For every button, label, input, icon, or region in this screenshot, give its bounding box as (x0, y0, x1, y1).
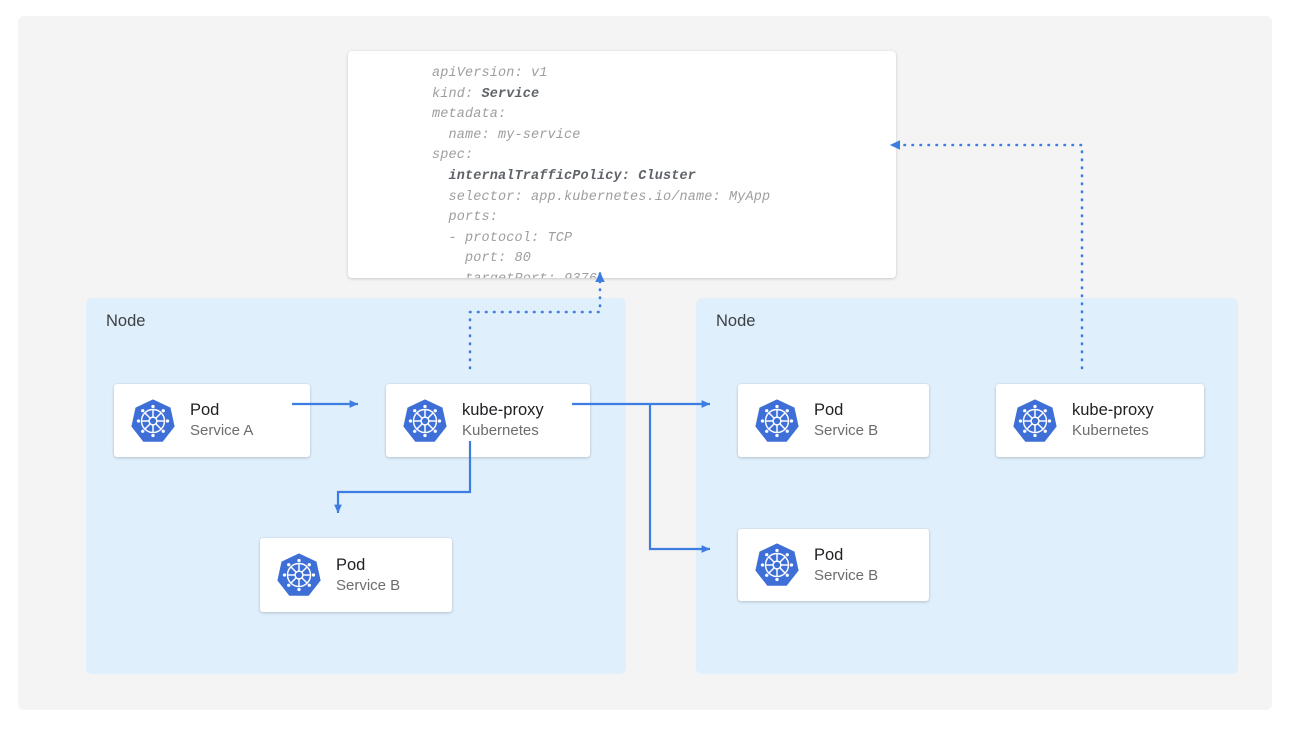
pod-service-b-local-text: Pod Service B (336, 555, 400, 595)
yaml-line-port: port: 80 (432, 251, 532, 267)
node-left-label: Node (106, 312, 146, 330)
yaml-line-metadata: metadata: (432, 107, 507, 123)
pod-service-b-remote-1-card[interactable]: Pod Service B (738, 384, 929, 457)
yaml-line-targetport: targetPort: 9376 (432, 272, 597, 278)
pod-service-b-remote-2-text: Pod Service B (814, 545, 878, 585)
entity-subtitle: Kubernetes (1072, 422, 1149, 440)
yaml-line-internaltrafficpolicy: internalTrafficPolicy: Cluster (432, 168, 697, 184)
entity-title: Pod (814, 401, 844, 420)
entity-title: kube-proxy (462, 401, 544, 420)
entity-title: Pod (814, 545, 844, 564)
entity-title: Pod (190, 401, 220, 420)
pod-service-a-card[interactable]: Pod Service A (114, 384, 310, 457)
entity-subtitle: Service B (336, 576, 401, 594)
kubernetes-icon (131, 398, 175, 442)
yaml-line-apiversion: apiVersion: v1 (432, 66, 548, 81)
entity-title: kube-proxy (1072, 401, 1154, 420)
entity-subtitle: Service B (814, 566, 879, 584)
yaml-line-protocol: - protocol: TCP (432, 230, 573, 246)
kube-proxy-right-text: kube-proxy Kubernetes (1072, 400, 1154, 440)
kubernetes-icon (403, 398, 447, 442)
diagram-canvas: apiVersion: v1 kind: Service metadata: n… (18, 16, 1272, 710)
yaml-line-ports: ports: (432, 210, 499, 226)
kubernetes-icon (277, 553, 321, 596)
kube-proxy-right-card[interactable]: kube-proxy Kubernetes (996, 384, 1204, 457)
service-manifest-code: apiVersion: v1 kind: Service metadata: n… (432, 64, 770, 278)
entity-subtitle: Kubernetes (462, 422, 539, 440)
kubernetes-icon (1013, 398, 1057, 442)
yaml-line-kind: kind: Service (432, 86, 540, 102)
pod-service-b-local-card[interactable]: Pod Service B (260, 538, 452, 612)
node-left-container: Node (86, 298, 626, 674)
kube-proxy-left-card[interactable]: kube-proxy Kubernetes (386, 384, 590, 457)
pod-service-a-text: Pod Service A (190, 400, 253, 440)
entity-subtitle: Service A (190, 422, 254, 440)
yaml-line-name: name: my-service (432, 127, 581, 143)
yaml-line-spec: spec: (432, 148, 474, 164)
node-right-label: Node (716, 312, 756, 330)
kubernetes-icon (755, 398, 799, 442)
service-manifest-card: apiVersion: v1 kind: Service metadata: n… (348, 51, 896, 278)
yaml-line-selector: selector: app.kubernetes.io/name: MyApp (432, 189, 771, 205)
kubernetes-icon (755, 543, 799, 586)
entity-title: Pod (336, 555, 366, 574)
pod-service-b-remote-1-text: Pod Service B (814, 400, 878, 440)
node-right-container: Node (696, 298, 1238, 674)
pod-service-b-remote-2-card[interactable]: Pod Service B (738, 529, 929, 601)
entity-subtitle: Service B (814, 422, 879, 440)
kube-proxy-left-text: kube-proxy Kubernetes (462, 400, 544, 440)
